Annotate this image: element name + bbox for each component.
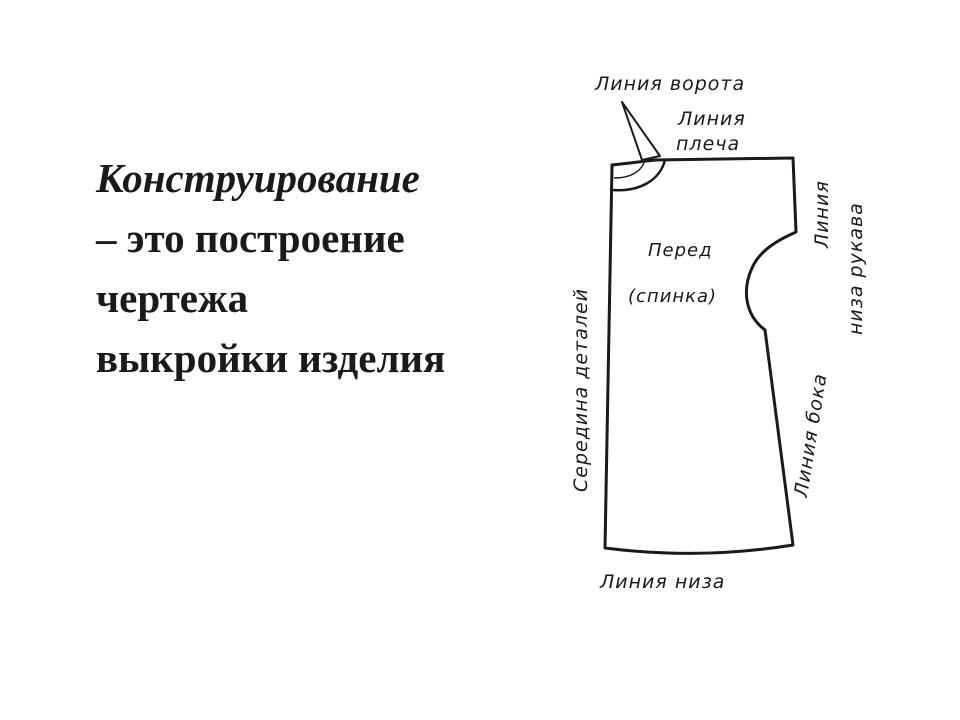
back-label: (спинка) bbox=[628, 286, 717, 307]
hem-line-label: Линия низа bbox=[599, 571, 725, 593]
heading-line-3: чертежа bbox=[96, 275, 249, 321]
side-line-label: Линия бока bbox=[790, 372, 831, 500]
front-label: Перед bbox=[648, 240, 713, 261]
sleeve-bottom-line-label-2: низа рукава bbox=[845, 202, 867, 335]
definition-heading: Конструирование – это построение чертежа… bbox=[96, 148, 566, 388]
collar-curve bbox=[611, 159, 667, 192]
shoulder-line-label-1: Линия bbox=[677, 108, 746, 130]
collar-inner-curve bbox=[613, 162, 645, 179]
heading-line-4: выкройки изделия bbox=[96, 335, 446, 381]
heading-term: Конструирование bbox=[96, 155, 420, 201]
center-line-label: Середина деталей bbox=[570, 288, 592, 492]
collar-pointer bbox=[621, 101, 661, 161]
shoulder-line-label-2: плеча bbox=[676, 133, 740, 155]
heading-line-2: – это построение bbox=[96, 215, 405, 261]
pattern-outline bbox=[603, 156, 798, 555]
sleeve-bottom-line-label-1: Линия bbox=[811, 180, 833, 249]
collar-line-label: Линия ворота bbox=[594, 73, 745, 95]
